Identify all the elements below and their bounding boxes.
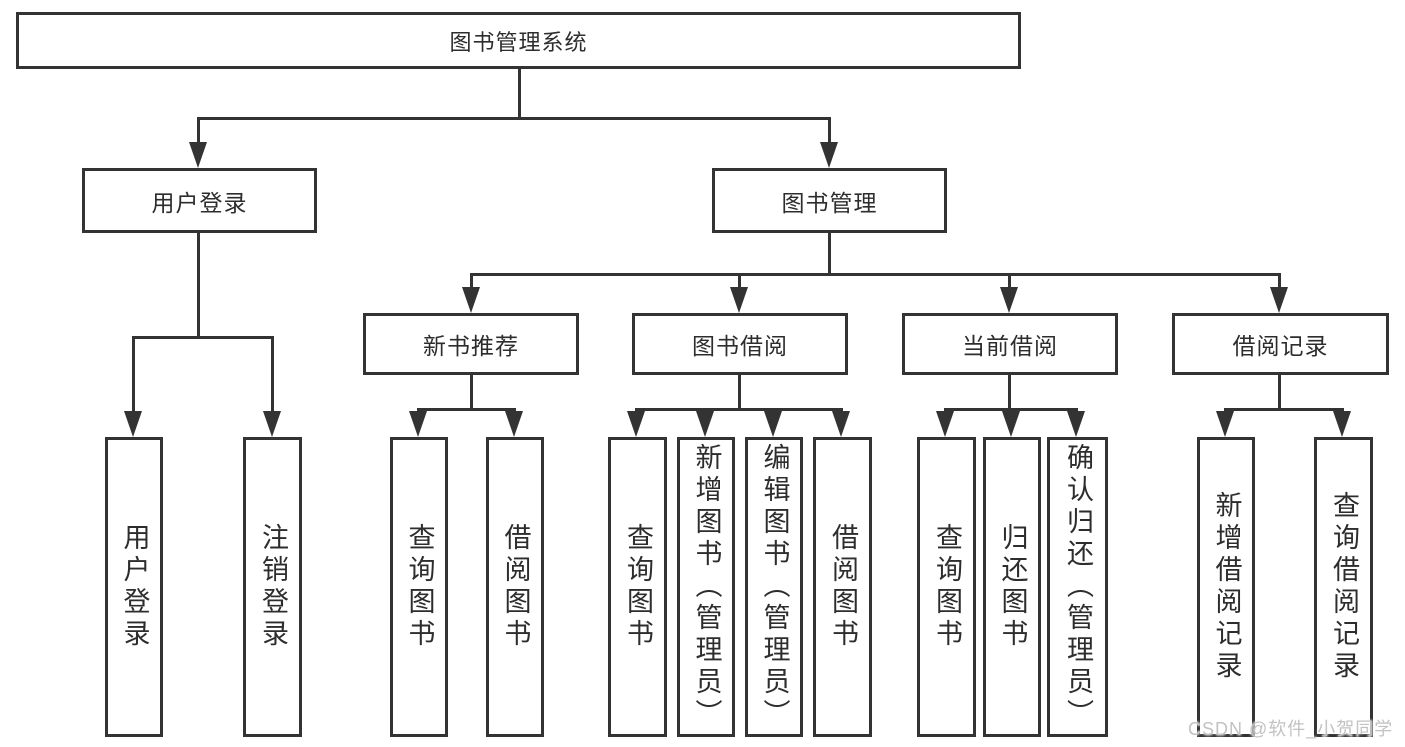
arrowhead-down-icon <box>730 287 748 313</box>
connector-line <box>470 375 473 408</box>
connector-line <box>738 375 741 408</box>
connector-line <box>518 69 521 118</box>
arrowhead-down-icon <box>462 287 480 313</box>
node-label: 注销登录 <box>258 523 288 651</box>
connector-line <box>828 233 831 273</box>
arrowhead-down-icon <box>627 411 645 437</box>
arrowhead-down-icon <box>409 411 427 437</box>
watermark: CSDN @软件_小贺同学 <box>1188 719 1394 739</box>
node-borrowing-records: 借阅记录 <box>1172 313 1389 375</box>
node-return-books: 归还图书 <box>983 437 1041 737</box>
node-label: 图书管理系统 <box>449 29 588 55</box>
node-book-management-system: 图书管理系统 <box>16 12 1021 69</box>
node-label: 借阅图书 <box>828 523 858 651</box>
arrowhead-down-icon <box>696 411 714 437</box>
connector-line <box>271 336 274 414</box>
arrowhead-down-icon <box>1067 411 1085 437</box>
node-label: 借阅记录 <box>1232 333 1329 359</box>
arrowhead-down-icon <box>1216 411 1234 437</box>
node-edit-books-admin: 编辑图书（管理员） <box>745 437 803 737</box>
node-label: 新增借阅记录 <box>1211 491 1242 683</box>
node-label: 用户登录 <box>151 189 248 216</box>
connector-line <box>1278 375 1281 408</box>
arrowhead-down-icon <box>505 411 523 437</box>
node-label: 图书管理 <box>781 189 878 216</box>
arrowhead-down-icon <box>936 411 954 437</box>
connector-line <box>1278 273 1281 293</box>
arrowhead-down-icon <box>1002 411 1020 437</box>
node-confirm-return-admin: 确认归还（管理员） <box>1047 437 1108 737</box>
node-current-borrowing: 当前借阅 <box>902 313 1118 375</box>
arrowhead-down-icon <box>1000 287 1018 313</box>
node-add-borrow-record: 新增借阅记录 <box>1197 437 1255 737</box>
node-logout: 注销登录 <box>243 437 302 737</box>
connector-line <box>1224 408 1344 411</box>
node-label: 新书推荐 <box>423 333 519 359</box>
arrowhead-down-icon <box>820 142 838 168</box>
node-query-books-recommend: 查询图书 <box>390 437 448 737</box>
node-new-book-recommend: 新书推荐 <box>363 313 579 375</box>
node-add-books-admin: 新增图书（管理员） <box>677 437 735 737</box>
node-query-borrow-record: 查询借阅记录 <box>1314 437 1373 737</box>
connector-line <box>132 336 274 339</box>
arrowhead-down-icon <box>764 411 782 437</box>
connector-line <box>738 273 741 293</box>
node-borrow-books-recommend: 借阅图书 <box>486 437 544 737</box>
node-label: 查询借阅记录 <box>1329 491 1359 683</box>
connector-line <box>197 117 831 120</box>
node-label: 查询图书 <box>932 523 962 651</box>
arrowhead-down-icon <box>263 411 281 437</box>
node-label: 确认归还（管理员） <box>1063 443 1093 731</box>
arrowhead-down-icon <box>832 411 850 437</box>
node-label: 编辑图书（管理员） <box>759 443 790 731</box>
node-label: 查询图书 <box>623 523 653 651</box>
node-query-books-borrowing: 查询图书 <box>608 437 667 737</box>
connector-line <box>197 117 200 145</box>
node-label: 新增图书（管理员） <box>691 443 722 731</box>
connector-line <box>470 273 1281 276</box>
node-borrow-books: 借阅图书 <box>813 437 872 737</box>
connector-line <box>828 117 831 145</box>
node-label: 查询图书 <box>404 523 435 651</box>
arrowhead-down-icon <box>1270 287 1288 313</box>
arrowhead-down-icon <box>189 142 207 168</box>
node-label: 当前借阅 <box>962 333 1058 359</box>
connector-line <box>1008 375 1011 408</box>
arrowhead-down-icon <box>1333 411 1351 437</box>
node-label: 归还图书 <box>997 523 1028 651</box>
connector-line <box>132 336 135 414</box>
node-label: 借阅图书 <box>500 523 531 651</box>
node-query-books-current: 查询图书 <box>917 437 976 737</box>
node-label: 图书借阅 <box>692 333 788 359</box>
node-user-login-leaf: 用户登录 <box>105 437 163 737</box>
node-book-management: 图书管理 <box>712 168 947 233</box>
node-book-borrowing: 图书借阅 <box>632 313 848 375</box>
connector-line <box>1008 273 1011 293</box>
arrowhead-down-icon <box>124 411 142 437</box>
connector-line <box>417 408 516 411</box>
connector-line <box>197 233 200 336</box>
node-user-login: 用户登录 <box>82 168 317 233</box>
connector-line <box>635 408 842 411</box>
node-label: 用户登录 <box>119 523 150 651</box>
connector-line <box>470 273 473 293</box>
